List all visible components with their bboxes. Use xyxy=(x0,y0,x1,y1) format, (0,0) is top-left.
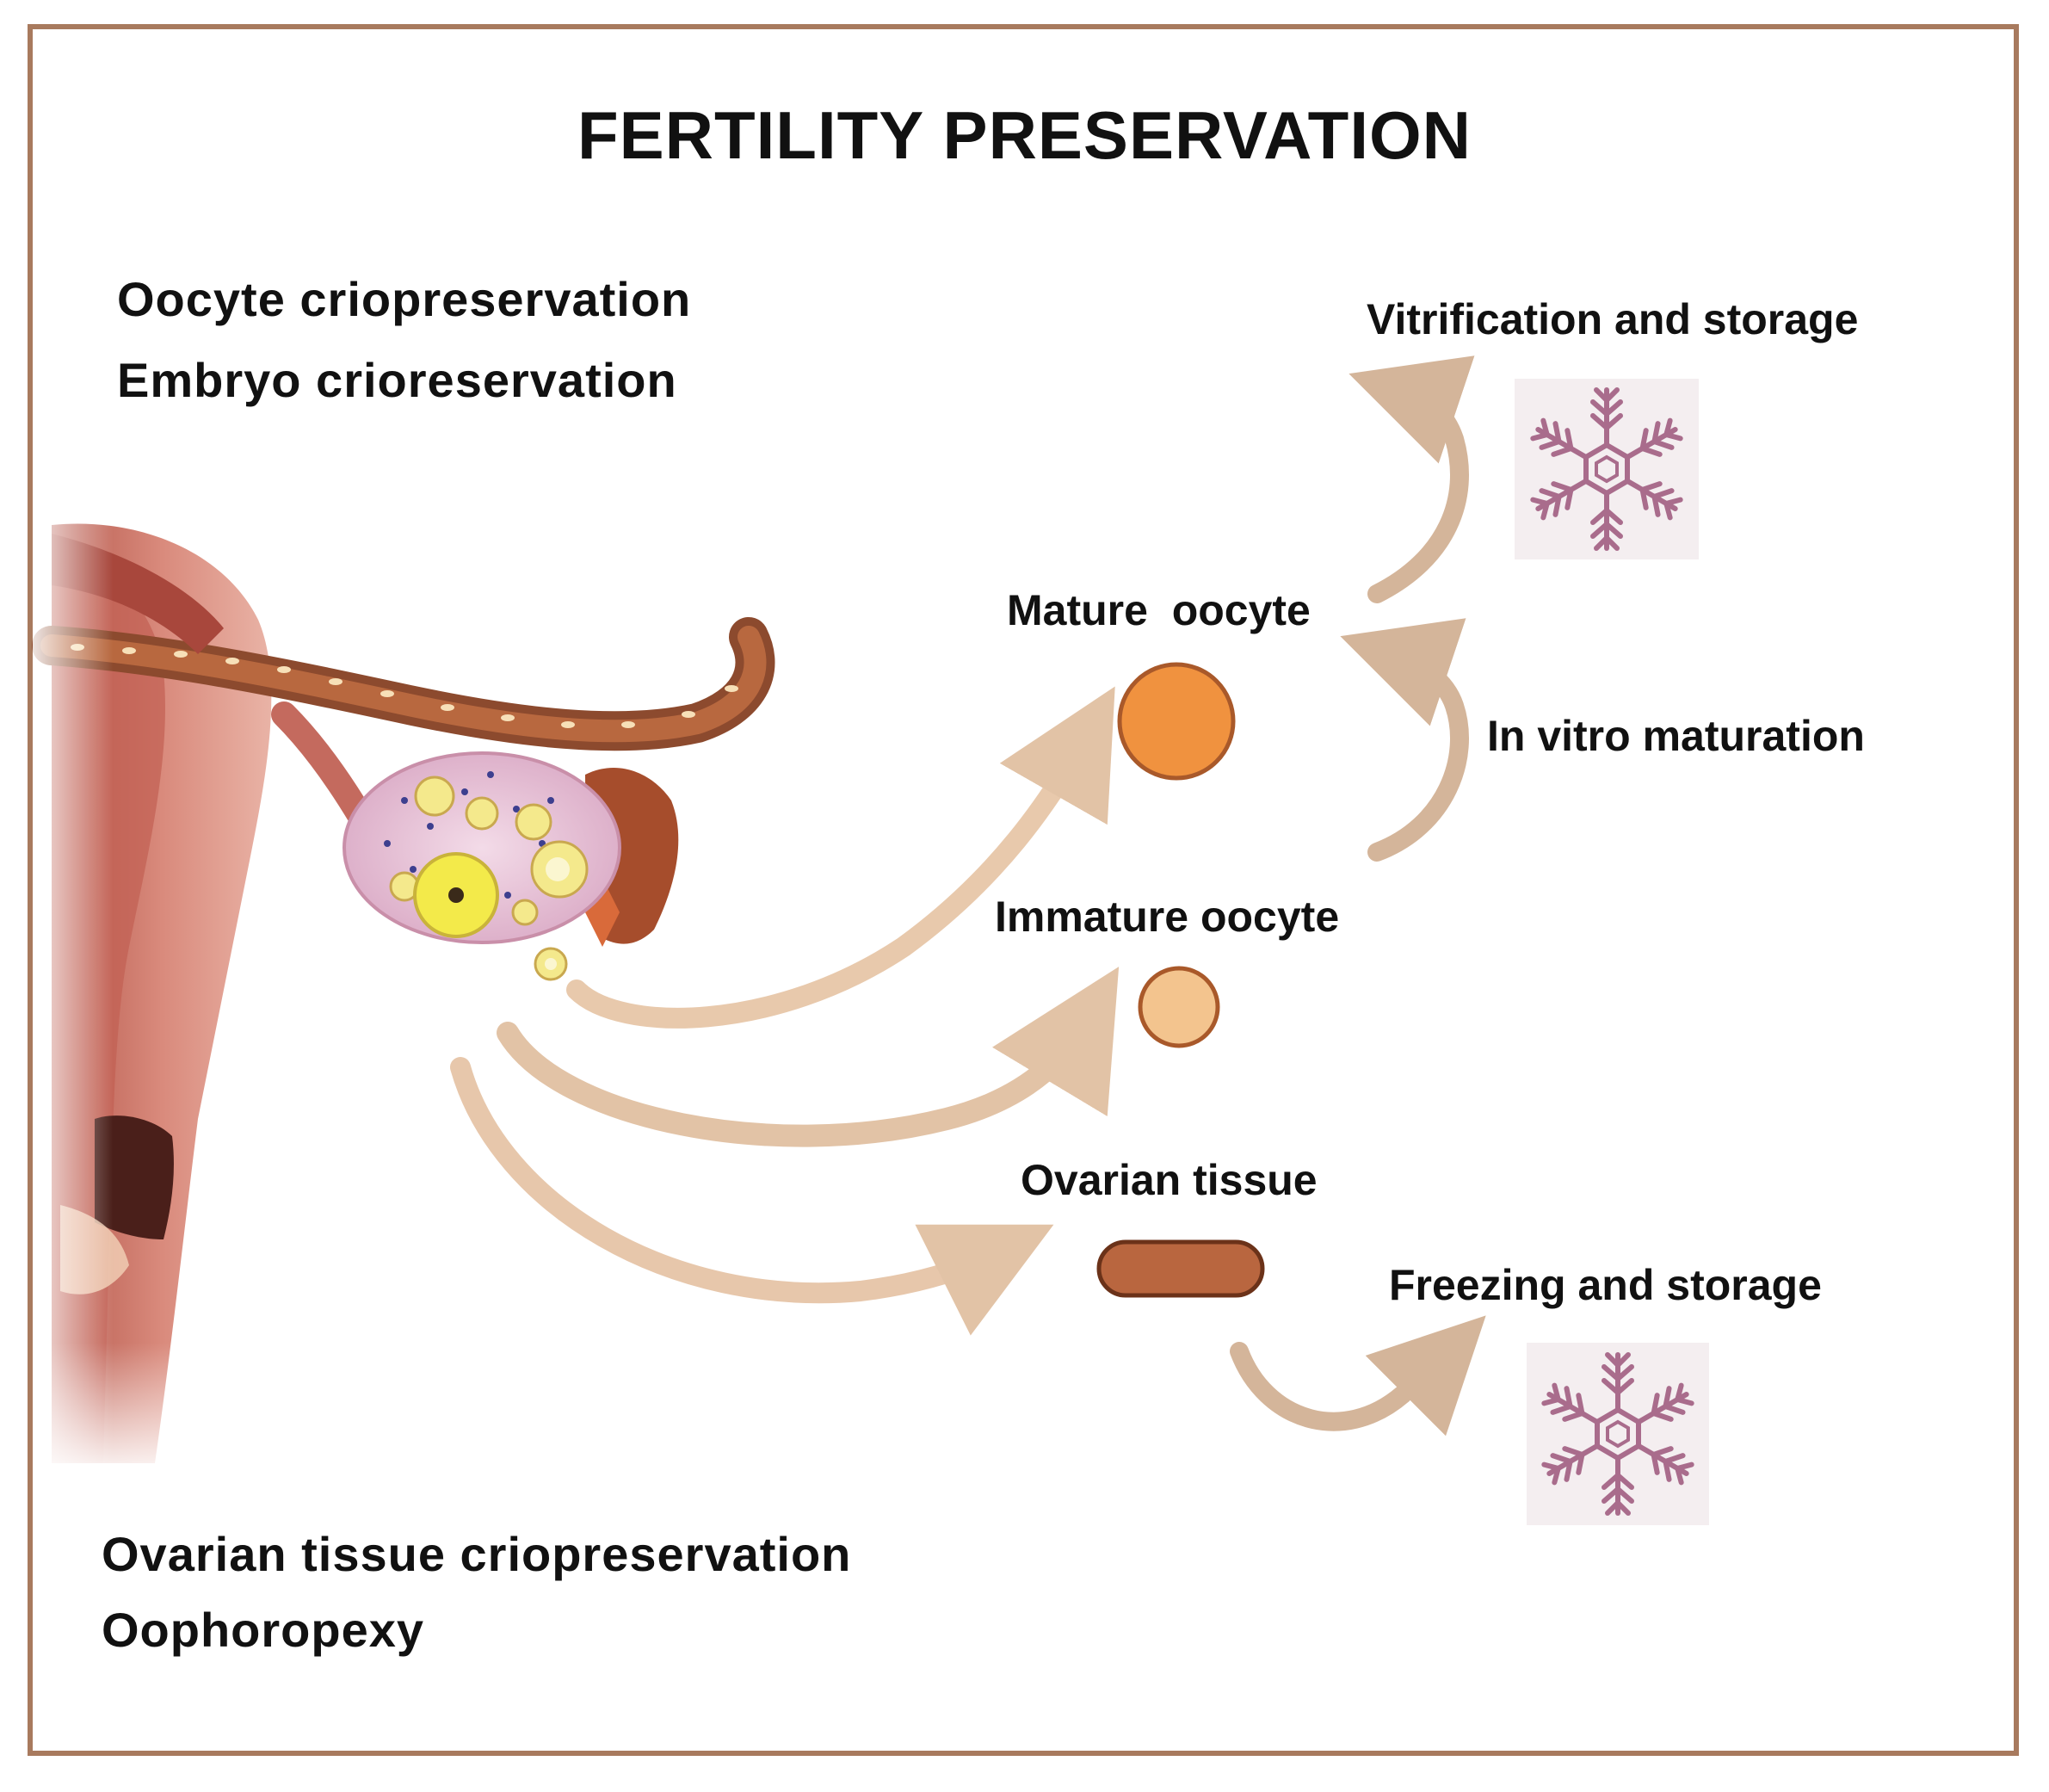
label-mature-oocyte: Mature oocyte xyxy=(1007,586,1311,634)
label-in-vitro-maturation: In vitro maturation xyxy=(1487,712,1865,760)
arrow-to-immature-oocyte xyxy=(497,967,1120,1147)
arrow-in-vitro-maturation xyxy=(1340,618,1469,862)
method-ovarian-tissue-criopreservation: Ovarian tissue criopreservation xyxy=(102,1527,852,1581)
immature-oocyte-shape xyxy=(1138,966,1220,1048)
method-embryo-crioreservation: Embryo crioreservation xyxy=(117,353,677,407)
arrow-to-vitrification xyxy=(1349,355,1475,603)
snowflake-icon xyxy=(1515,379,1699,559)
arrow-to-freezing xyxy=(1230,1315,1486,1437)
ovarian-tissue-shape xyxy=(1096,1239,1265,1298)
arrow-to-ovarian-tissue xyxy=(450,1057,1054,1336)
label-vitrification-and-storage: Vitrification and storage xyxy=(1367,295,1859,343)
uterus-illustration xyxy=(32,516,775,1480)
method-oophoropexy: Oophoropexy xyxy=(102,1603,425,1657)
label-freezing-and-storage: Freezing and storage xyxy=(1389,1261,1822,1309)
diagram-title: FERTILITY PRESERVATION xyxy=(577,97,1472,173)
snowflake-icon xyxy=(1527,1343,1709,1525)
mature-oocyte-shape xyxy=(1117,662,1236,781)
method-oocyte-criopreservation: Oocyte criopreservation xyxy=(117,272,692,326)
label-immature-oocyte: Immature oocyte xyxy=(995,893,1340,941)
arrow-to-mature-oocyte xyxy=(566,686,1115,1029)
label-ovarian-tissue: Ovarian tissue xyxy=(1021,1156,1318,1204)
